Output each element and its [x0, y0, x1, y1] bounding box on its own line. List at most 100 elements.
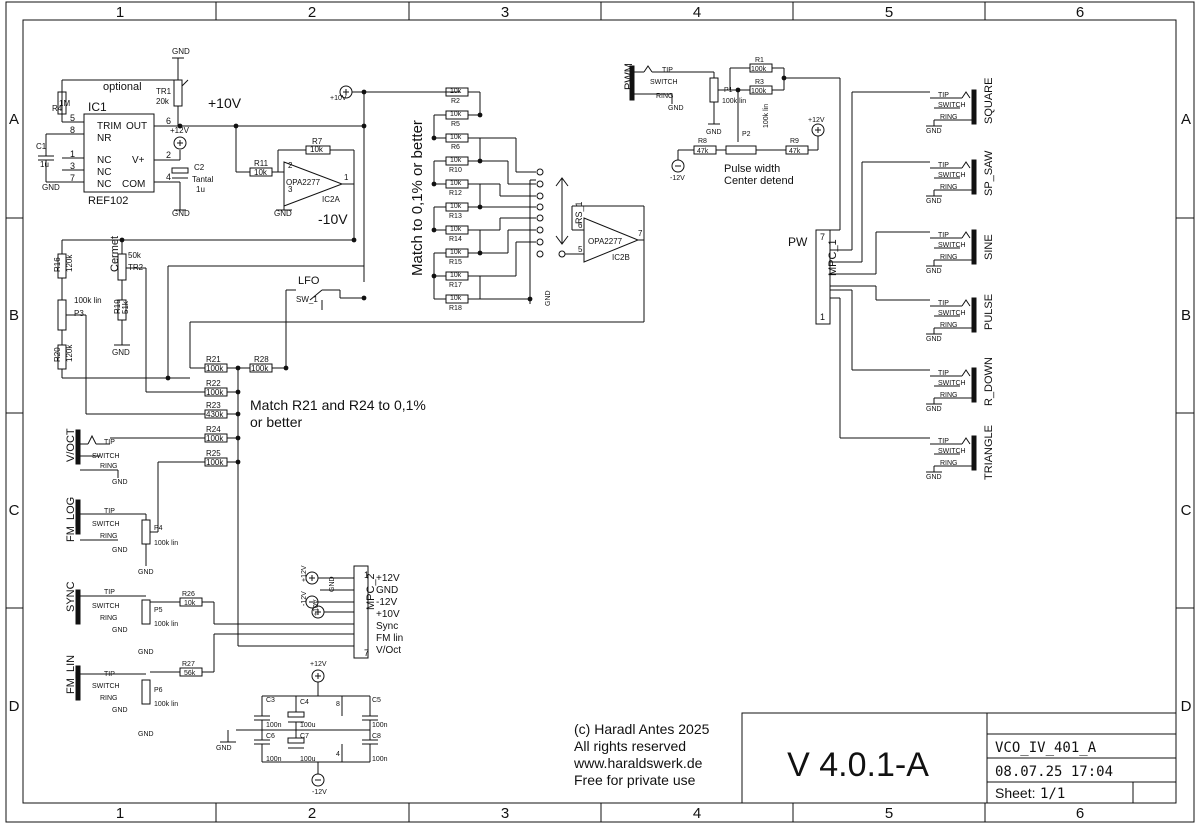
match-ladder-note: Match to 0,1% or better: [409, 120, 426, 276]
junction-dot: [527, 296, 533, 302]
ladder-value: 10k: [450, 134, 462, 141]
output-label-spsaw: SP_SAW: [983, 150, 995, 196]
column-label-top: 2: [308, 4, 316, 21]
ladder-value: 10k: [450, 295, 462, 302]
tr2-value: 50k: [128, 251, 142, 260]
row-label-left: A: [9, 111, 19, 128]
ic1-pin-number: 1: [70, 149, 75, 159]
copyright-line: Free for private use: [574, 772, 696, 788]
input-label-fmlin: FM_LIN: [65, 655, 77, 694]
opamp-pin-number: 1: [344, 173, 349, 182]
p1-value: 100k lin: [722, 98, 746, 105]
column-label-top: 5: [885, 4, 893, 21]
ladder-value: 10k: [450, 88, 462, 95]
mpc2-pin-label: -12V: [376, 597, 397, 608]
r28-ref: R28: [254, 355, 269, 364]
ic1-pin-label: OUT: [126, 121, 147, 132]
junction-dot: [781, 75, 787, 81]
junction-dot: [235, 389, 241, 395]
c4-value: 100u: [300, 722, 316, 729]
minus10v-note: -10V: [318, 211, 348, 227]
mpc2-pin-label: GND: [376, 585, 398, 596]
ic1-pin-number: 4: [166, 172, 171, 182]
junction-dot: [477, 158, 483, 164]
jack-pin-label: TIP: [662, 67, 673, 74]
plus12-label: +12V: [808, 117, 825, 124]
ic1-pin-label: NC: [97, 167, 111, 178]
column-label-top: 1: [116, 4, 124, 21]
junction-dot: [477, 250, 483, 256]
jack-pin-label: SWITCH: [92, 603, 120, 610]
gnd-label: GND: [216, 745, 232, 752]
row-label-left: D: [9, 698, 20, 715]
r24-value: 100k: [206, 434, 224, 443]
r18-ref: R18: [449, 305, 462, 312]
jack-pin-label: RING: [100, 695, 118, 702]
gnd-label: GND: [926, 268, 942, 275]
ic1-pin-label: NR: [97, 133, 111, 144]
jack-pin-label: TIP: [104, 589, 115, 596]
column-label-top: 3: [501, 4, 509, 21]
plus10-label: +10V: [330, 95, 347, 102]
column-label-bottom: 2: [308, 805, 316, 822]
gnd-label: GND: [926, 128, 942, 135]
pw-label: PW: [788, 235, 808, 249]
ic1-pin-number: 3: [70, 161, 75, 171]
ic1-pin-label: COM: [122, 179, 145, 190]
column-label-top: 6: [1076, 4, 1084, 21]
opamp-pin-number: 7: [638, 229, 643, 238]
optional-note: optional: [103, 81, 142, 93]
ladder-value: 10k: [450, 203, 462, 210]
pulse-width-note: Center detend: [724, 175, 794, 187]
sheet-value: 1/1: [1040, 786, 1065, 802]
ic1-part: REF102: [88, 195, 128, 207]
junction-dot: [431, 135, 437, 141]
p3-value: 100k lin: [74, 296, 102, 305]
jack-pin-label: TIP: [938, 300, 949, 307]
junction-dot: [235, 411, 241, 417]
c2-value: 1u: [196, 185, 205, 194]
resistor-ladder: [433, 87, 536, 304]
match-r21-note: or better: [250, 414, 302, 430]
junction-dot: [361, 89, 367, 95]
mpc2-pin-number: 7: [364, 648, 369, 658]
row-label-right: C: [1181, 502, 1192, 519]
input-jacks: [75, 429, 354, 705]
r27-ref: R27: [182, 661, 195, 668]
r25-ref: R25: [206, 449, 221, 458]
r4-value: 1M: [59, 99, 70, 108]
jack-pin-label: RING: [940, 254, 958, 261]
r3-ref: R3: [755, 79, 764, 86]
c2-ref: C2: [194, 163, 205, 172]
c3-ref: C3: [266, 697, 275, 704]
junction-dot: [165, 375, 171, 381]
junction-dot: [431, 181, 437, 187]
junction-dot: [431, 273, 437, 279]
gnd-label: GND: [112, 348, 130, 357]
p6-value: 100k lin: [154, 701, 178, 708]
c1-value: 1u: [40, 160, 49, 169]
tr1-ref: TR1: [156, 87, 172, 96]
jack-pin-label: RING: [940, 460, 958, 467]
junction-dot: [361, 295, 367, 301]
ladder-value: 10k: [450, 180, 462, 187]
ladder-value: 10k: [450, 111, 462, 118]
jack-pin-label: TIP: [938, 370, 949, 377]
jack-pin-label: SWITCH: [650, 79, 678, 86]
title-block: [741, 712, 1177, 804]
c6-value: 100n: [266, 756, 282, 763]
plus12-label: +12V: [170, 126, 190, 135]
p6-ref: P6: [154, 687, 163, 694]
filename-label: VCO_IV_401_A: [995, 740, 1097, 756]
r24-ref: R24: [206, 425, 221, 434]
sw1-label: SW_1: [296, 295, 318, 304]
gnd-label: GND: [926, 474, 942, 481]
junction-dot: [235, 459, 241, 465]
ic2b-part: OPA2277: [588, 237, 623, 246]
junction-dot: [477, 112, 483, 118]
column-label-bottom: 4: [693, 805, 701, 822]
r28-value: 100k: [251, 364, 269, 373]
input-label-voct: V/OCT: [65, 428, 77, 462]
r19-value: 51k: [121, 300, 130, 314]
c8-ref: C8: [372, 733, 381, 740]
